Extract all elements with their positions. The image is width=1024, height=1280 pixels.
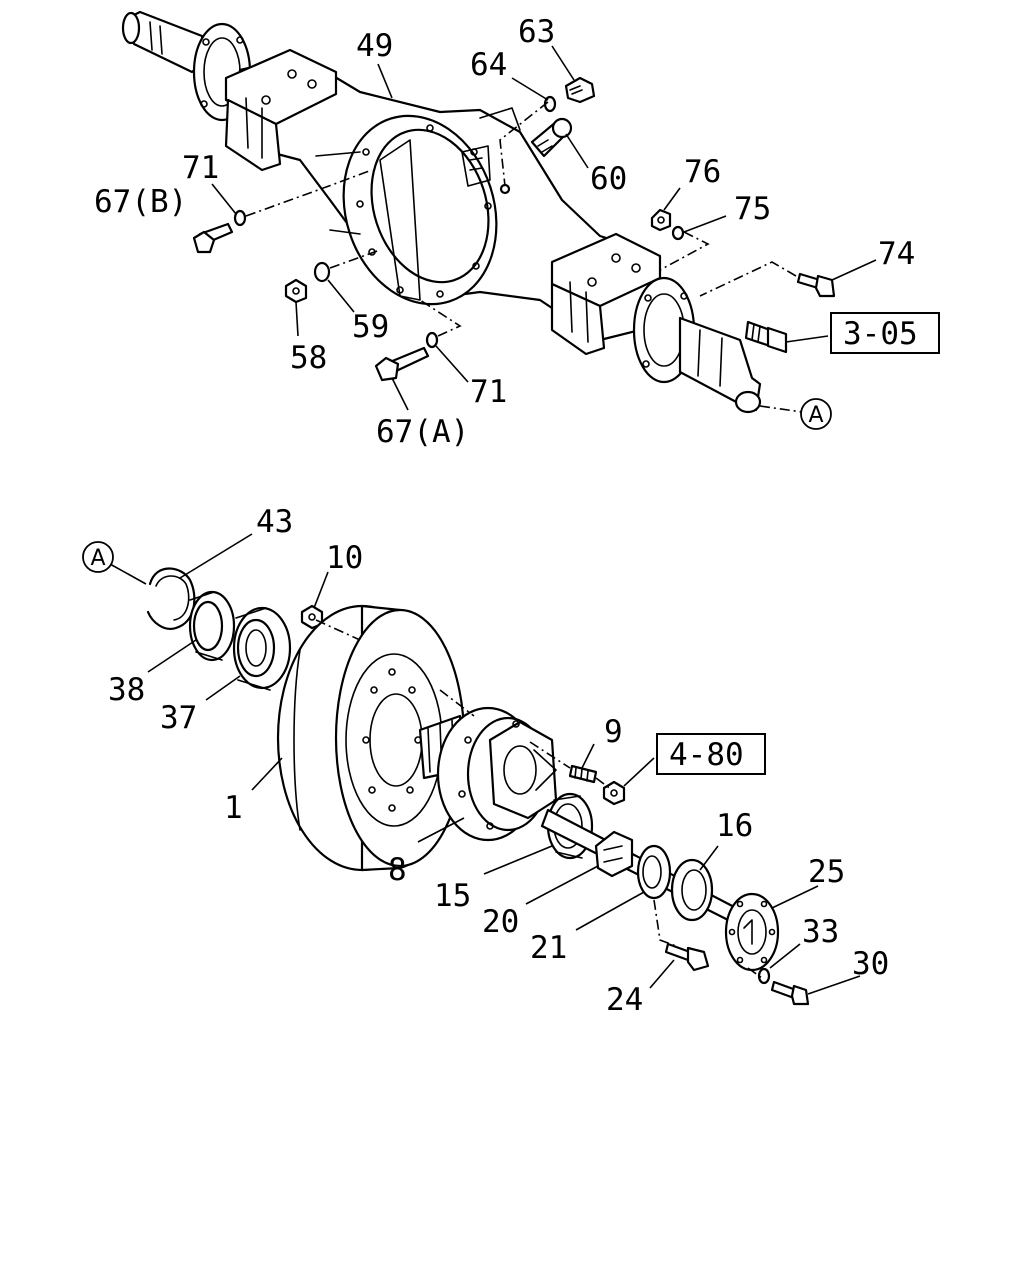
- label-43: 43: [256, 504, 293, 540]
- upper-leader-lines: [211, 45, 877, 411]
- washer-71-lower: [425, 331, 439, 349]
- label-30: 30: [852, 946, 889, 982]
- bearing-37: [232, 606, 292, 691]
- connector-a-lower: [82, 541, 114, 573]
- label-21: 21: [530, 930, 567, 966]
- label-25: 25: [808, 854, 845, 890]
- nut-58: [284, 278, 308, 304]
- bolt-3-05: [744, 320, 788, 354]
- washer-33: [757, 967, 771, 985]
- nut-76: [650, 208, 672, 232]
- label-38: 38: [108, 672, 145, 708]
- washer-71-upper: [233, 209, 247, 227]
- nut-4-80: [602, 780, 626, 806]
- label-16: 16: [716, 808, 753, 844]
- label-71-lower: 71: [470, 374, 507, 410]
- washer-75: [671, 225, 685, 241]
- bolt-63: [564, 76, 596, 104]
- label-8: 8: [388, 852, 407, 888]
- snap-ring-43: [146, 567, 196, 630]
- ref-label-3-05[interactable]: 3-05: [843, 316, 918, 352]
- oil-seal-38: [188, 590, 236, 662]
- wheel-hub-8: [418, 706, 558, 842]
- ref-label-4-80[interactable]: 4-80: [669, 737, 744, 773]
- connector-a-upper-label: A: [808, 403, 823, 428]
- label-20: 20: [482, 904, 519, 940]
- plug-60: [530, 117, 573, 158]
- label-75: 75: [734, 191, 771, 227]
- ref-box-4-80[interactable]: [656, 733, 766, 775]
- label-37: 37: [160, 700, 197, 736]
- washer-59: [313, 261, 331, 283]
- label-60: 60: [590, 161, 627, 197]
- bolt-74: [796, 272, 836, 298]
- ref-box-3-05[interactable]: [830, 312, 940, 354]
- bolt-67b: [192, 222, 234, 254]
- label-67a: 67(A): [376, 414, 469, 450]
- upper-alignment-lines: [245, 101, 803, 413]
- label-58: 58: [290, 340, 327, 376]
- stud-bolt-9: [568, 764, 598, 784]
- axle-housing: [121, 10, 762, 414]
- bolt-30: [770, 980, 810, 1006]
- label-49: 49: [356, 28, 393, 64]
- connector-a-lower-label: A: [90, 546, 105, 571]
- lower-leader-lines: [109, 533, 861, 995]
- lower-alignment-lines: [315, 619, 763, 979]
- bolt-67a: [374, 346, 430, 382]
- label-67b: 67(B): [94, 184, 187, 220]
- bolt-24: [664, 942, 710, 972]
- label-33: 33: [802, 914, 839, 950]
- label-1: 1: [224, 790, 243, 826]
- label-9: 9: [604, 714, 623, 750]
- connector-a-upper: [800, 398, 832, 430]
- lock-nut-21: [636, 844, 672, 900]
- label-10: 10: [326, 540, 363, 576]
- label-24: 24: [606, 982, 643, 1018]
- label-59: 59: [352, 309, 389, 345]
- label-64: 64: [470, 47, 507, 83]
- label-15: 15: [434, 878, 471, 914]
- label-76: 76: [684, 154, 721, 190]
- label-63: 63: [518, 14, 555, 50]
- gasket-16: [670, 858, 714, 922]
- brake-drum-1: [276, 604, 466, 872]
- label-74: 74: [878, 236, 915, 272]
- hub-cap-25: [724, 892, 780, 972]
- label-71-upper: 71: [182, 150, 219, 186]
- lock-washer-20: [594, 830, 634, 878]
- plug-hole-60: [499, 183, 511, 195]
